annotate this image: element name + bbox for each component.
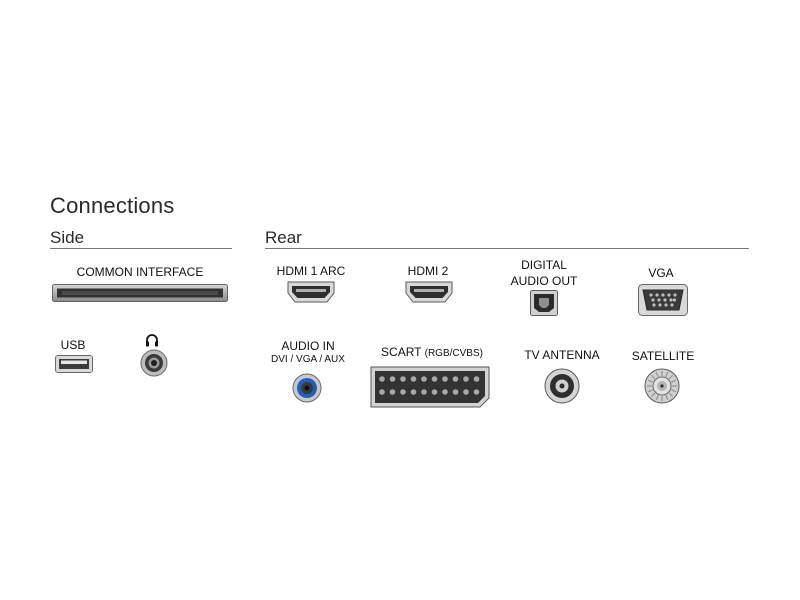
digital-audio-label-line1: DIGITAL	[521, 258, 567, 272]
satellite-ridge	[655, 395, 659, 401]
scart-pin	[473, 389, 480, 395]
digital-audio-label-line2: AUDIO OUT	[510, 274, 578, 288]
side-heading: Side	[50, 228, 85, 247]
page-title: Connections	[50, 193, 175, 218]
scart-pin	[410, 376, 417, 382]
scart-pin	[463, 376, 469, 382]
common-interface-label: COMMON INTERFACE	[76, 265, 204, 279]
ci-slot-icon	[52, 284, 228, 302]
hdmi-port-icon	[287, 281, 335, 303]
scart-pin	[473, 376, 480, 382]
satellite-ridge	[647, 379, 653, 383]
vga-label: VGA	[648, 266, 674, 280]
hdmi2-label: HDMI 2	[407, 264, 449, 278]
satellite-ridge	[647, 389, 653, 393]
satellite-ridge	[655, 371, 659, 377]
side-divider	[50, 248, 232, 249]
headphones-icon	[146, 334, 158, 347]
vga-port-icon	[638, 284, 688, 316]
audio-in-sublabel: DVI / VGA / AUX	[271, 354, 345, 365]
scart-pin	[389, 376, 396, 382]
headphone-jack-icon	[140, 349, 168, 377]
scart-pin	[431, 376, 438, 382]
audio-in-label: AUDIO IN	[281, 339, 335, 353]
satellite-port-icon	[644, 368, 680, 404]
scart-pin	[442, 376, 448, 382]
satellite-ridge	[671, 389, 677, 393]
tv-antenna-label: TV ANTENNA	[524, 348, 600, 362]
scart-pin	[389, 389, 396, 395]
usb-label: USB	[60, 338, 86, 352]
audio-jack-icon	[292, 373, 322, 403]
satellite-ridge	[651, 392, 656, 397]
optical-port-icon	[530, 290, 558, 316]
satellite-label: SATELLITE	[631, 349, 695, 363]
satellite-ridge	[651, 375, 656, 380]
scart-pin	[442, 389, 448, 395]
scart-pin	[400, 376, 406, 382]
hdmi1-label: HDMI 1 ARC	[276, 264, 346, 278]
scart-pin	[452, 389, 459, 395]
scart-port-icon	[370, 366, 490, 408]
satellite-ridge	[665, 395, 669, 401]
scart-pin	[463, 389, 469, 395]
scart-pin	[421, 376, 427, 382]
scart-pin	[431, 389, 438, 395]
scart-label: SCART (RGB/CVBS)	[368, 344, 496, 362]
scart-pin	[410, 389, 417, 395]
scart-pin	[400, 389, 406, 395]
satellite-ridge	[665, 371, 669, 377]
satellite-ridge	[668, 392, 673, 397]
hdmi-port-icon	[405, 281, 453, 303]
scart-label-main: SCART	[381, 345, 422, 359]
scart-pin	[452, 376, 459, 382]
satellite-ridge	[668, 375, 673, 380]
scart-label-sub: (RGB/CVBS)	[424, 348, 483, 359]
rear-divider	[265, 248, 749, 249]
satellite-ridge	[671, 379, 677, 383]
scart-pin	[421, 389, 427, 395]
usb-port-icon	[55, 355, 93, 373]
scart-pin	[379, 376, 385, 382]
rear-heading: Rear	[265, 228, 302, 247]
scart-pin	[379, 389, 385, 395]
antenna-port-icon	[544, 368, 580, 404]
